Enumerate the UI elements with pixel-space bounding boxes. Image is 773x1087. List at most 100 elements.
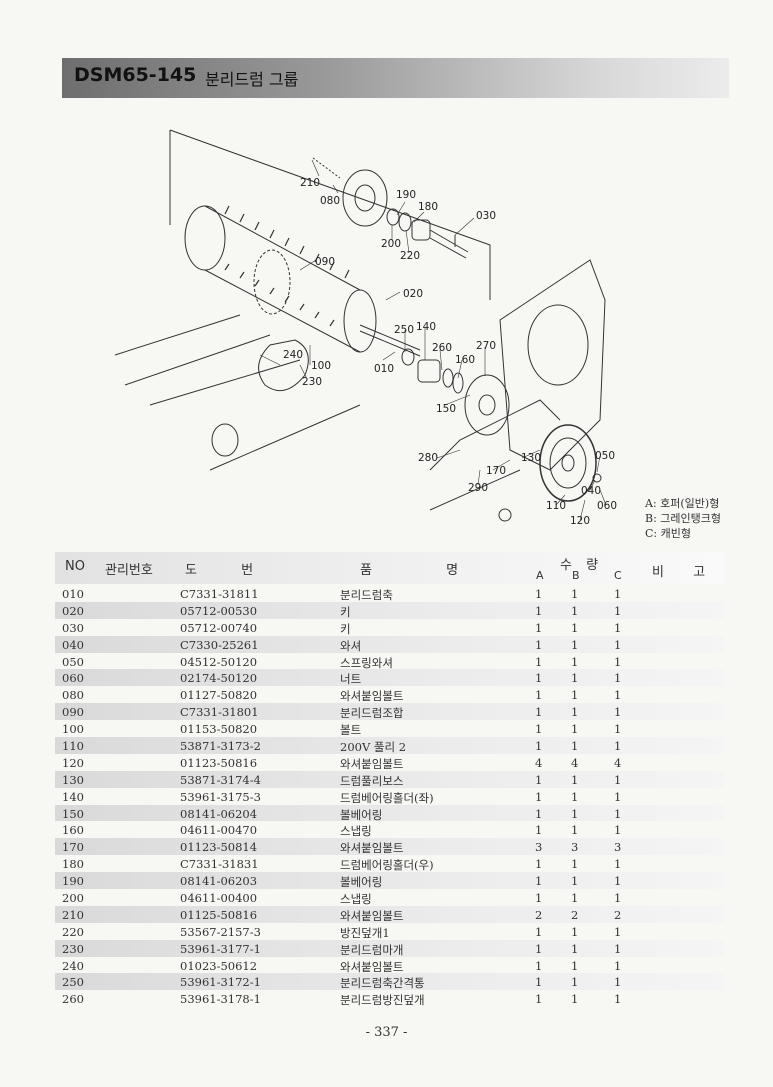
qty-b: 1 (571, 958, 579, 973)
part-name: 와셔붙임볼트 (340, 756, 404, 771)
legend: A: 호퍼(일반)형 B: 그레인탱크형 C: 캐빈형 (645, 496, 721, 541)
qty-b: 1 (571, 705, 579, 720)
qty-b: 1 (571, 688, 579, 703)
qty-c: 1 (614, 975, 622, 990)
qty-c: 1 (614, 891, 622, 906)
qty-c: 1 (614, 924, 622, 939)
dust-cover (464, 374, 510, 436)
callout: 050 (595, 450, 615, 462)
part-name: 와셔붙임볼트 (340, 908, 404, 923)
qty-b: 1 (571, 891, 579, 906)
qty-a: 1 (535, 705, 543, 720)
legend-a: A: 호퍼(일반)형 (645, 497, 720, 510)
nut (592, 473, 602, 483)
part-no: 130 (62, 772, 84, 787)
drawing-no: C7331-31801 (180, 705, 259, 720)
callout: 080 (320, 195, 340, 207)
qty-a: 1 (535, 587, 543, 601)
qty-b: 1 (571, 620, 579, 635)
washer (498, 508, 512, 522)
drawing-no: 08141-06204 (180, 806, 258, 821)
callout: 210 (300, 177, 320, 189)
shaft (359, 330, 421, 357)
callout: 150 (436, 403, 456, 415)
qty-c: 1 (614, 671, 622, 686)
qty-a: 1 (535, 975, 543, 990)
callout: 140 (416, 321, 436, 333)
part-name: 볼베어링 (340, 875, 383, 890)
drawing-no: 53961-3172-1 (180, 975, 261, 990)
bearing-plate (342, 169, 388, 227)
callout: 030 (476, 210, 496, 222)
header-c: C (614, 569, 622, 582)
qty-a: 1 (535, 857, 543, 872)
qty-c: 3 (614, 840, 622, 855)
drawing-no: 53961-3177-1 (180, 941, 261, 956)
drawing-no: C7330-25261 (180, 637, 259, 652)
drum-edge (204, 269, 361, 353)
qty-c: 1 (614, 739, 622, 754)
qty-a: 1 (535, 739, 543, 754)
clip (211, 423, 239, 457)
qty-b: 1 (571, 772, 579, 787)
qty-b: 1 (571, 823, 579, 838)
part-name: 와셔 (340, 638, 362, 653)
part-no: 190 (62, 874, 84, 889)
part-name: 볼베어링 (340, 807, 383, 822)
drawing-no: 04611-00470 (180, 823, 258, 838)
qty-b: 1 (571, 603, 579, 618)
part-name: 와셔붙임볼트 (340, 689, 404, 704)
part-name: 볼트 (340, 723, 362, 738)
part-name: 와셔붙임볼트 (340, 959, 404, 974)
part-no: 200 (62, 891, 84, 906)
drawing-no: 53871-3174-4 (180, 772, 261, 787)
drawing-no: C7331-31811 (180, 587, 259, 601)
legend-b: B: 그레인탱크형 (645, 512, 722, 525)
qty-b: 1 (571, 924, 579, 939)
qty-a: 1 (535, 671, 543, 686)
drawing-no: 53871-3173-2 (180, 739, 261, 754)
qty-a: 4 (535, 755, 543, 770)
callout: 250 (394, 324, 414, 336)
callout: 020 (403, 288, 423, 300)
part-no: 250 (62, 975, 84, 990)
drawing-no: 01125-50816 (180, 907, 258, 922)
bearing-holder (417, 359, 441, 383)
qty-b: 4 (571, 755, 579, 770)
drawing-no: 08141-06203 (180, 874, 258, 889)
qty-b: 1 (571, 941, 579, 956)
qty-a: 1 (535, 823, 543, 838)
page-number: - 337 - (365, 1025, 408, 1040)
qty-b: 1 (571, 806, 579, 821)
part-no: 110 (62, 739, 84, 754)
callout: 230 (302, 376, 322, 388)
rail (124, 334, 271, 386)
callout: 290 (468, 482, 488, 494)
part-name: 스냅링 (340, 892, 372, 907)
qty-a: 1 (535, 874, 543, 889)
part-name: 키 (340, 621, 351, 636)
qty-a: 1 (535, 924, 543, 939)
header-dwg: 도 번 (185, 563, 254, 578)
qty-a: 1 (535, 958, 543, 973)
callout: 120 (570, 515, 590, 527)
callout: 180 (418, 201, 438, 213)
qty-c: 1 (614, 637, 622, 652)
part-name: 방진덮개1 (340, 925, 390, 940)
table-header: NO 관리번호 도 번 품 명 수 량 A B C 비 고 (55, 552, 724, 584)
part-name: 키 (340, 604, 351, 619)
exploded-parts-diagram: 210 080 190 180 030 200 220 090 020 250 … (114, 129, 617, 527)
qty-c: 1 (614, 620, 622, 635)
title-bar: DSM65-145 분리드럼 그룹 (62, 58, 729, 98)
part-no: 040 (62, 637, 84, 652)
header-a: A (536, 569, 544, 582)
